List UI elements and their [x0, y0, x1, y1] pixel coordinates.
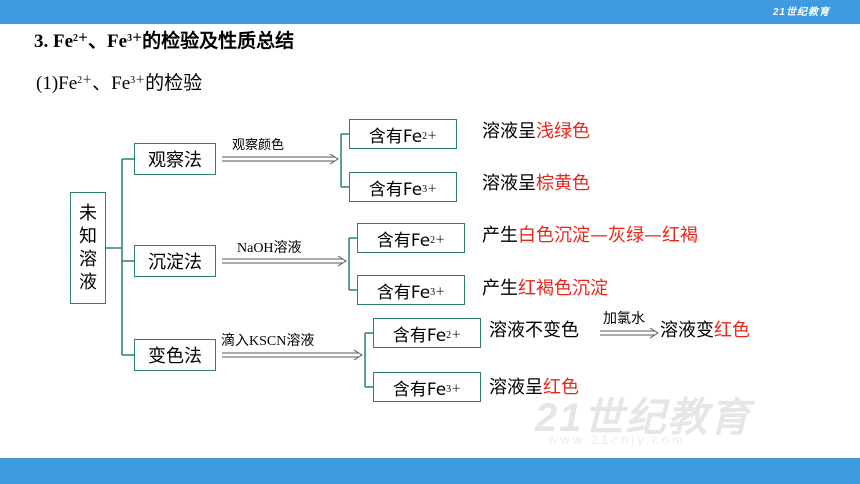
- reagent-label: 滴入KSCN溶液: [221, 334, 315, 349]
- top-banner: 21世纪教育: [0, 0, 860, 24]
- page-title: 3. Fe2＋、Fe3＋的检验及性质总结: [34, 30, 295, 52]
- method-observe-box: 观察法: [134, 143, 216, 175]
- result-text: 溶液变红色: [660, 320, 750, 341]
- watermark-logo: 21世纪教育: [535, 396, 752, 440]
- unknown-solution-box: 未 知 溶 液: [70, 192, 106, 304]
- result-text: 产生红褐色沉淀: [482, 278, 608, 299]
- result-text: 溶液不变色: [489, 320, 579, 341]
- result-text: 溶液呈红色: [489, 377, 579, 398]
- method-precipitate-box: 沉淀法: [134, 245, 216, 277]
- section-subtitle: (1)Fe2＋、Fe3＋的检验: [36, 72, 203, 94]
- result-text: 溶液呈浅绿色: [482, 121, 590, 142]
- bottom-banner: [0, 458, 860, 484]
- brand-logo: 21世纪教育: [772, 7, 830, 18]
- watermark-url: www.21cnjy.com: [548, 432, 686, 447]
- method-colorchange-box: 变色法: [134, 339, 216, 371]
- reagent-label: 观察颜色: [232, 138, 285, 153]
- result-text: 溶液呈棕黄色: [482, 173, 590, 194]
- result-text: 产生白色沉淀—灰绿—红褐: [482, 225, 698, 246]
- arrow-label: 加氯水: [603, 311, 645, 327]
- reagent-label: NaOH溶液: [237, 241, 302, 256]
